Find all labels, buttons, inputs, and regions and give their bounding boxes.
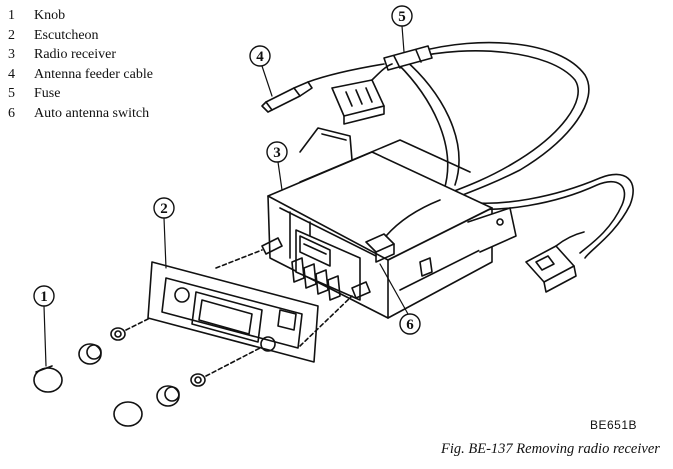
legend-item-antenna-feeder-cable: 4 Antenna feeder cable xyxy=(8,65,153,85)
escutcheon xyxy=(147,261,319,363)
leader-lines xyxy=(43,25,409,367)
legend-item-escutcheon: 2 Escutcheon xyxy=(8,26,153,46)
callout-number-3: 3 xyxy=(273,145,281,161)
harness-connector xyxy=(331,63,393,125)
callout-circle-3 xyxy=(266,141,288,163)
wiring-harness xyxy=(397,41,634,259)
antenna-feeder-plug xyxy=(261,63,385,113)
auto-antenna-switch xyxy=(365,199,441,263)
callout-circle-2 xyxy=(153,197,175,219)
fuse-holder xyxy=(383,45,433,71)
legend-number: 5 xyxy=(8,86,15,101)
legend-item-radio-receiver: 3 Radio receiver xyxy=(8,45,153,65)
legend-item-knob: 1 Knob xyxy=(8,6,153,26)
callouts xyxy=(33,5,421,335)
knob-upper xyxy=(33,317,151,393)
parts-legend: 1 Knob 2 Escutcheon 3 Radio receiver 4 Anten… xyxy=(8,6,153,123)
figure-code: BE651B xyxy=(590,418,638,432)
callout-circle-6 xyxy=(399,313,421,335)
callout-number-2: 2 xyxy=(160,201,168,217)
legend-number: 1 xyxy=(8,8,15,23)
callout-number-5: 5 xyxy=(398,9,406,25)
callout-number-6: 6 xyxy=(406,317,414,333)
legend-item-fuse: 5 Fuse xyxy=(8,84,153,104)
figure-caption: Fig. BE-137 Removing radio receiver xyxy=(441,441,660,457)
callout-number-4: 4 xyxy=(256,49,264,65)
legend-label: Fuse xyxy=(34,86,61,101)
radio-receiver-body xyxy=(267,139,517,319)
legend-label: Antenna feeder cable xyxy=(34,66,153,82)
legend-label: Knob xyxy=(34,8,66,23)
alignment-lines xyxy=(215,249,353,347)
legend-label: Radio receiver xyxy=(34,47,117,62)
mounting-bracket xyxy=(299,127,353,161)
callout-circle-5 xyxy=(391,5,413,27)
legend-number: 6 xyxy=(8,105,15,121)
callout-circle-1 xyxy=(33,285,55,307)
callout-circle-4 xyxy=(249,45,271,67)
legend-label: Escutcheon xyxy=(34,27,99,43)
legend-number: 4 xyxy=(8,66,15,82)
knob-lower xyxy=(113,347,261,427)
legend-number: 3 xyxy=(8,47,15,62)
receiver-front-panel xyxy=(261,229,371,301)
side-connector xyxy=(525,231,585,293)
legend-number: 2 xyxy=(8,27,15,43)
legend-label: Auto antenna switch xyxy=(34,105,150,121)
legend-item-auto-antenna-switch: 6 Auto antenna switch xyxy=(8,104,153,124)
callout-number-1: 1 xyxy=(40,289,48,305)
